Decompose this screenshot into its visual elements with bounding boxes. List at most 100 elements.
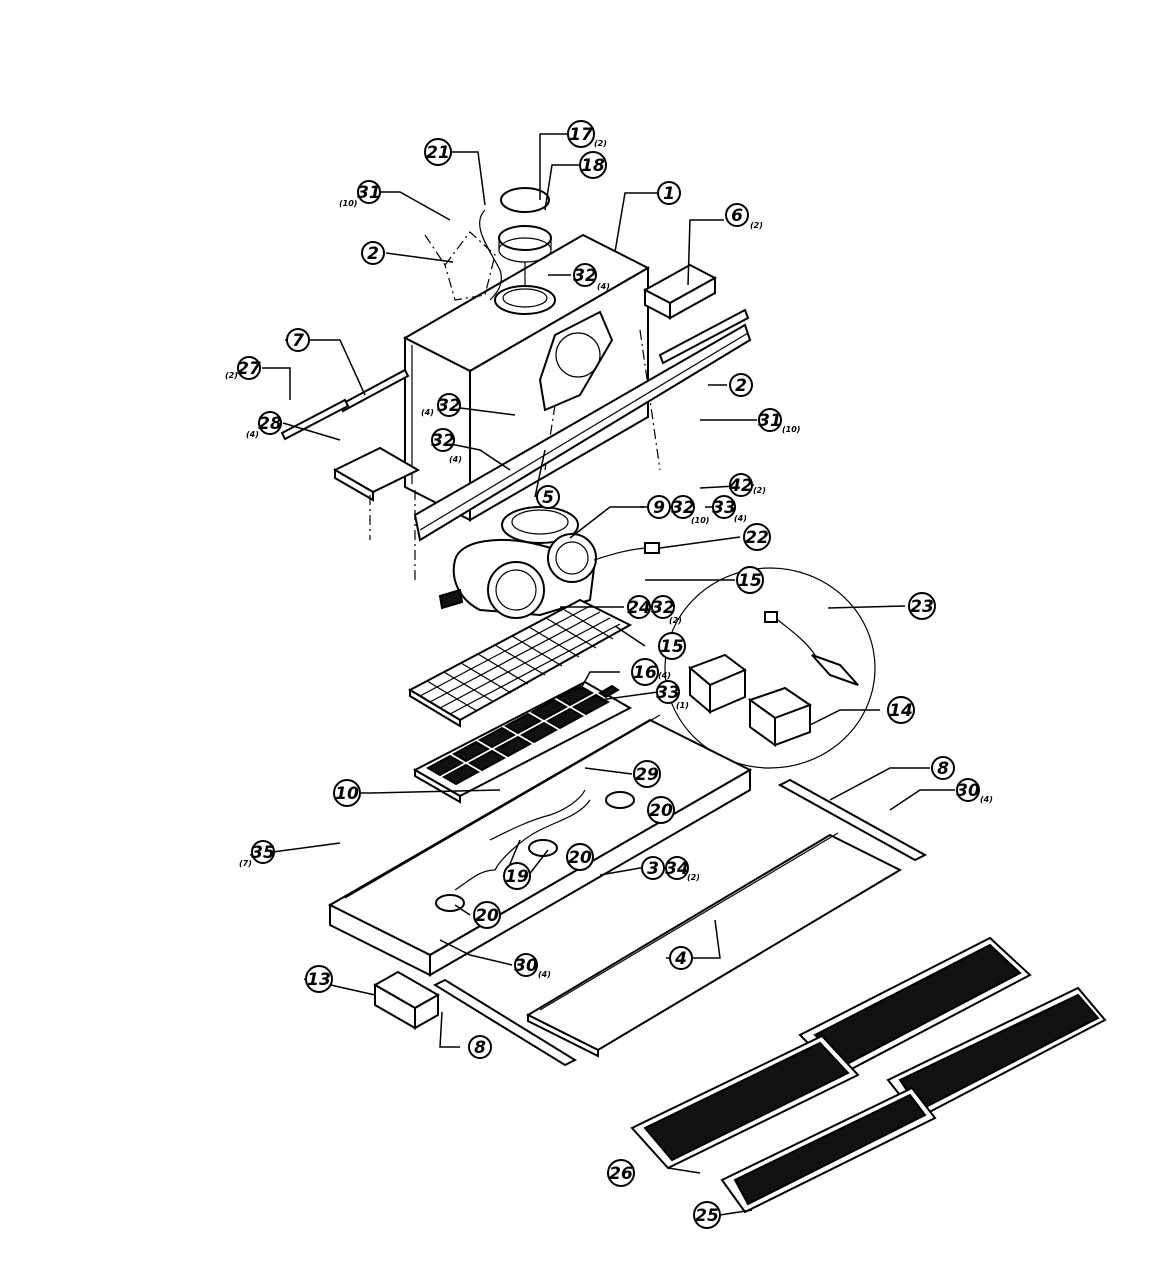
callout-32: 32 (4)	[421, 393, 461, 417]
svg-text:8: 8	[474, 1038, 486, 1058]
svg-text:(4): (4)	[597, 282, 610, 291]
svg-text:34: 34	[665, 859, 689, 879]
svg-text:(2): (2)	[753, 486, 766, 495]
svg-text:17: 17	[569, 125, 593, 145]
svg-text:20: 20	[649, 801, 673, 821]
callout-35: 35 (7)	[239, 840, 275, 868]
callout-21: 21	[424, 138, 452, 166]
callout-20: 20	[647, 796, 675, 824]
svg-text:16: 16	[633, 663, 657, 683]
callout-34: 34 (2)	[665, 856, 700, 882]
svg-text:32: 32	[431, 431, 455, 451]
svg-text:14: 14	[889, 701, 913, 721]
svg-text:(4): (4)	[246, 430, 259, 439]
side-strips	[432, 778, 928, 1067]
callout-30: 30 (4)	[514, 953, 551, 979]
control-box	[372, 970, 441, 1030]
svg-text:9: 9	[653, 498, 665, 518]
svg-text:(1): (1)	[676, 701, 689, 710]
svg-text:(2): (2)	[687, 873, 700, 882]
svg-text:27: 27	[237, 359, 261, 379]
callout-42: 42 (2)	[728, 473, 766, 497]
svg-text:18: 18	[581, 156, 605, 176]
callout-32: 32 (4)	[431, 428, 462, 464]
svg-text:33: 33	[656, 683, 680, 703]
callout-30: 30 (4)	[956, 778, 993, 804]
svg-text:21: 21	[426, 143, 450, 163]
svg-text:(4): (4)	[980, 795, 993, 804]
svg-text:(10): (10)	[782, 425, 800, 434]
callout-27: 27 (2)	[225, 356, 261, 380]
svg-text:(4): (4)	[734, 514, 747, 523]
mounting-brackets	[332, 263, 718, 540]
svg-text:26: 26	[609, 1164, 633, 1184]
svg-text:(10): (10)	[339, 199, 357, 208]
svg-text:6: 6	[731, 206, 743, 226]
svg-text:8: 8	[937, 759, 949, 779]
callout-26: 26	[607, 1159, 635, 1187]
callout-15: 15	[736, 566, 764, 594]
svg-text:32: 32	[437, 396, 461, 416]
callout-2: 2	[361, 241, 385, 265]
callout-20: 20	[473, 901, 501, 929]
svg-text:20: 20	[475, 906, 499, 926]
callout-31: 31 (10)	[339, 180, 381, 208]
svg-text:1: 1	[663, 184, 675, 204]
svg-text:2: 2	[735, 376, 747, 396]
svg-text:33: 33	[712, 498, 736, 518]
callout-3: 3	[641, 856, 665, 880]
svg-text:5: 5	[542, 488, 554, 508]
callout-1: 1	[657, 181, 681, 205]
callout-5: 5	[536, 485, 560, 509]
filter-panels	[630, 936, 1107, 1214]
svg-text:20: 20	[568, 848, 592, 868]
grease-filter-upper	[407, 598, 633, 728]
svg-text:(4): (4)	[538, 970, 551, 979]
callout-33: 33 (4)	[712, 495, 747, 523]
callout-8: 8	[931, 756, 955, 780]
callout-28: 28 (4)	[246, 411, 282, 439]
callout-20: 20	[566, 843, 594, 871]
callout-15: 15	[658, 632, 686, 660]
callout-33: 33 (1)	[656, 680, 689, 710]
callout-9: 9	[647, 495, 671, 519]
mounting-rails	[280, 308, 752, 542]
callout-22: 22	[743, 523, 771, 551]
svg-text:10: 10	[335, 784, 359, 804]
callout-25: 25	[693, 1201, 721, 1229]
svg-text:15: 15	[660, 637, 684, 657]
svg-text:24: 24	[627, 598, 651, 618]
side-plate	[424, 231, 496, 301]
callout-16: 16 (4)	[631, 658, 671, 686]
duct-rings	[479, 187, 552, 301]
callout-23: 23	[908, 592, 936, 620]
callout-29: 29	[633, 760, 661, 788]
callout-6: 6 (2)	[725, 203, 763, 230]
svg-text:19: 19	[505, 867, 529, 887]
svg-text:29: 29	[635, 765, 659, 785]
callout-2: 2	[729, 373, 753, 397]
svg-text:13: 13	[307, 970, 331, 990]
svg-text:28: 28	[258, 414, 282, 434]
svg-text:(10): (10)	[691, 516, 709, 525]
svg-text:(2): (2)	[225, 371, 238, 380]
charcoal-filter	[412, 680, 633, 804]
svg-text:(4): (4)	[449, 455, 462, 464]
callout-13: 13	[305, 965, 333, 993]
svg-text:32: 32	[651, 598, 675, 618]
svg-text:(2): (2)	[669, 616, 682, 625]
callout-32: 32 (2)	[651, 595, 682, 625]
svg-text:31: 31	[758, 411, 782, 431]
svg-text:15: 15	[738, 571, 762, 591]
svg-text:30: 30	[514, 956, 538, 976]
callout-17: 17 (2)	[567, 120, 607, 148]
svg-text:32: 32	[573, 266, 597, 286]
svg-text:2: 2	[367, 244, 379, 264]
svg-text:7: 7	[292, 331, 304, 351]
svg-text:(4): (4)	[421, 408, 434, 417]
svg-text:30: 30	[956, 781, 980, 801]
svg-text:(4): (4)	[658, 671, 671, 680]
detail-inset	[664, 567, 876, 769]
svg-text:(2): (2)	[594, 139, 607, 148]
svg-text:4: 4	[674, 949, 687, 969]
